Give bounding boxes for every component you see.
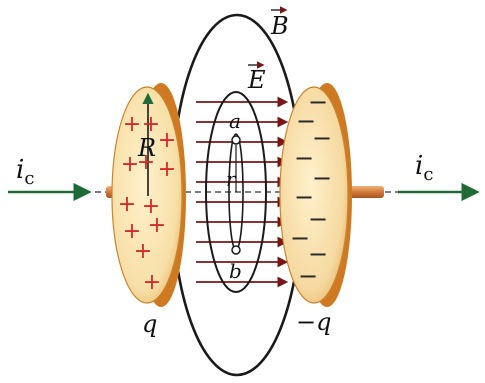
plus-sign: + xyxy=(137,150,155,175)
plus-signs: ++++++++++++ xyxy=(118,112,176,295)
charge-left-label: q xyxy=(142,310,157,338)
point-b-label: b xyxy=(229,259,242,283)
minus-sign: − xyxy=(312,124,332,152)
left-plate-face xyxy=(111,86,183,304)
magnetic-field-label: B xyxy=(270,12,289,40)
minus-sign: − xyxy=(294,144,314,172)
electric-field-lines xyxy=(196,96,289,288)
loop-arrow-left xyxy=(207,118,209,130)
amperian-loop xyxy=(205,91,267,293)
radius-label: R xyxy=(137,134,156,162)
plus-sign: + xyxy=(143,270,161,295)
plus-sign: + xyxy=(142,194,160,219)
minus-sign: − xyxy=(296,107,316,135)
point-a xyxy=(231,135,241,145)
minus-sign: − xyxy=(308,88,328,116)
point-b xyxy=(231,245,241,255)
plus-sign: + xyxy=(123,219,141,244)
plus-sign: + xyxy=(142,112,160,137)
right-plate-face xyxy=(279,86,349,304)
minus-sign: − xyxy=(312,164,332,192)
plus-sign: + xyxy=(123,112,141,137)
minus-sign: − xyxy=(308,240,328,268)
charge-right-label: −q xyxy=(296,308,331,336)
current-right-label: ic xyxy=(415,151,433,185)
loop-radius-label: r xyxy=(226,167,237,191)
minus-sign: − xyxy=(290,224,310,252)
current-left-label: ic xyxy=(16,155,34,189)
minus-sign: − xyxy=(298,262,318,290)
plus-sign: + xyxy=(118,192,136,217)
plus-sign: + xyxy=(134,239,152,264)
plus-sign: + xyxy=(148,213,166,238)
plus-sign: + xyxy=(158,157,176,182)
electric-field-label: E xyxy=(247,66,266,94)
minus-sign: − xyxy=(308,205,328,233)
minus-signs: −−−−−−−−−− xyxy=(290,88,332,290)
plus-sign: + xyxy=(121,152,139,177)
minus-sign: − xyxy=(294,183,314,211)
plus-sign: + xyxy=(158,128,176,153)
b-field-arrow-bottom-right xyxy=(271,320,274,334)
point-a-label: a xyxy=(229,109,241,133)
